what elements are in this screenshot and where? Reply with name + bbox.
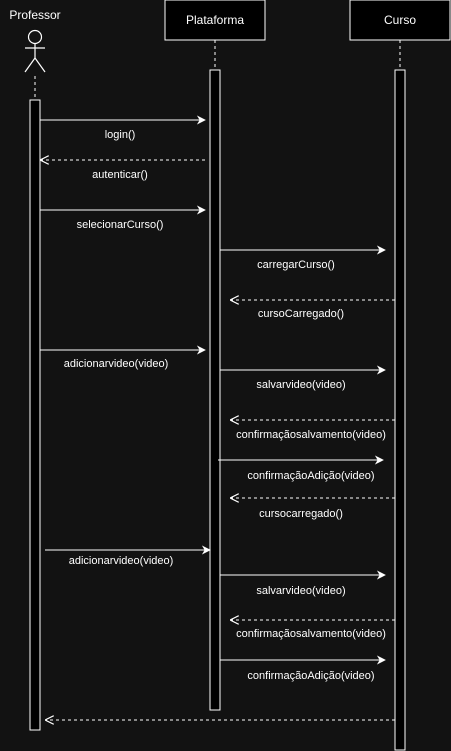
plataforma-activation-bar	[209, 69, 221, 711]
plataforma-label: Plataforma	[186, 13, 244, 27]
actor-stick-figure-icon	[24, 29, 46, 73]
plataforma-box	[164, 0, 266, 41]
message-9: confirmaçãoAdição(video)	[218, 455, 384, 482]
plataforma-participant: Plataforma	[164, 0, 266, 41]
message-label: salvarvideo(video)	[256, 379, 345, 391]
message-13: confirmaçãosalvamento(video)	[231, 620, 395, 640]
message-12: salvarvideo(video)	[220, 570, 386, 597]
professor-actor: Professor	[9, 8, 61, 73]
message-1: login()	[40, 115, 206, 141]
message-label: autenticar()	[92, 169, 148, 181]
message-label: cursocarregado()	[259, 508, 343, 520]
message-label: confirmaçãoAdição(video)	[247, 470, 374, 482]
message-label: selecionarCurso()	[77, 219, 164, 231]
message-2: autenticar()	[41, 160, 205, 181]
message-8: confirmaçãosalvamento(video)	[231, 420, 395, 441]
message-4: carregarCurso()	[220, 245, 386, 271]
curso-label: Curso	[384, 13, 416, 27]
message-label: carregarCurso()	[257, 259, 335, 271]
message-6: adicionarvideo(video)	[40, 345, 206, 370]
message-label: confirmaçãosalvamento(video)	[236, 628, 386, 640]
message-label: salvarvideo(video)	[256, 585, 345, 597]
curso-box	[349, 0, 451, 41]
message-label: login()	[105, 129, 136, 141]
message-label: adicionarvideo(video)	[64, 358, 169, 370]
message-10: cursocarregado()	[231, 498, 395, 520]
message-5: cursoCarregado()	[231, 300, 395, 320]
message-14: confirmaçãoAdição(video)	[220, 655, 386, 682]
professor-activation-bar	[29, 99, 41, 731]
curso-activation-bar	[394, 69, 406, 751]
message-7: salvarvideo(video)	[220, 365, 386, 391]
message-label: confirmaçãosalvamento(video)	[236, 429, 386, 441]
professor-label: Professor	[9, 8, 60, 22]
curso-participant: Curso	[349, 0, 451, 41]
message-3: selecionarCurso()	[40, 205, 206, 231]
message-label: adicionarvideo(video)	[69, 555, 174, 567]
message-11: adicionarvideo(video)	[45, 545, 211, 567]
message-label: confirmaçãoAdição(video)	[247, 670, 374, 682]
message-label: cursoCarregado()	[258, 308, 344, 320]
